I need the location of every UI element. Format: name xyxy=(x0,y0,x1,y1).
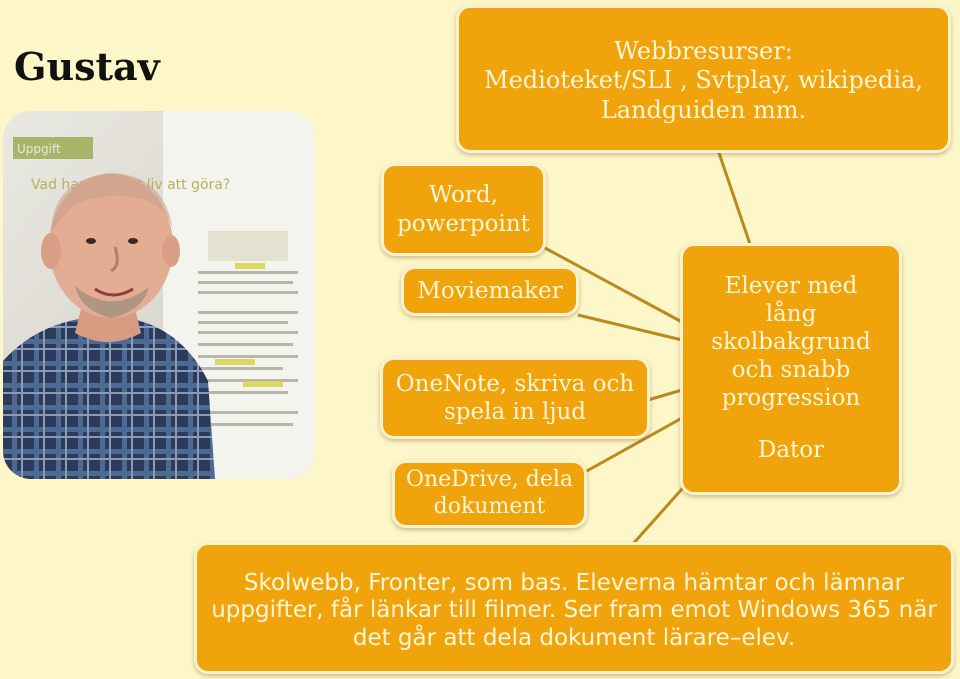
moviemaker-box: Moviemaker xyxy=(401,266,579,316)
connector-web xyxy=(718,150,752,250)
web-resources-box: Webbresurser: Medioteket/SLI , Svtplay, … xyxy=(456,5,951,153)
hub-device-text: Dator xyxy=(758,436,824,464)
connector-bottom xyxy=(632,480,690,545)
connector-moviemaker xyxy=(578,315,682,340)
word-powerpoint-box: Word, powerpoint xyxy=(381,163,546,256)
connector-onenote xyxy=(648,390,682,400)
screen-text-uppgift: Uppgift xyxy=(17,142,61,156)
hub-main-text: Elever med lång skolbakgrund och snabb p… xyxy=(711,272,870,412)
onedrive-box: OneDrive, dela dokument xyxy=(392,460,587,528)
onenote-box: OneNote, skriva och spela in ljud xyxy=(380,357,650,439)
bottom-summary-box: Skolwebb, Fronter, som bas. Eleverna häm… xyxy=(194,542,954,674)
presenter-photo: Uppgift Vad har vi i vårt liv att göra? xyxy=(3,111,315,479)
hub-box: Elever med lång skolbakgrund och snabb p… xyxy=(680,243,902,495)
